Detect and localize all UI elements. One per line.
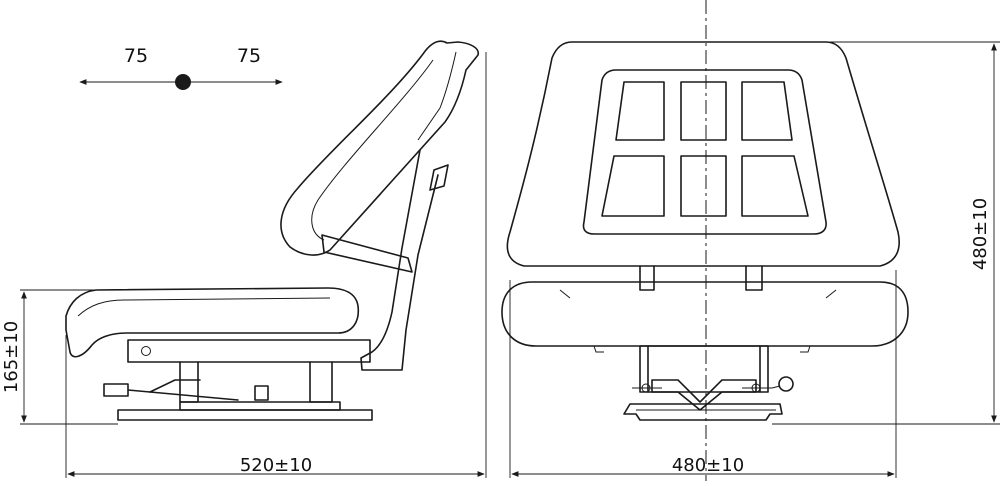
front-suspension-bracket xyxy=(639,345,769,393)
side-adjust-lever xyxy=(103,383,239,401)
adjustment-center-dot xyxy=(175,74,191,90)
front-height-label: 480±10 xyxy=(970,198,991,270)
fore-aft-adjustment-indicator: 75 75 xyxy=(79,45,283,90)
side-back-frame xyxy=(360,149,439,371)
front-width-label: 480±10 xyxy=(672,455,744,476)
front-view xyxy=(501,41,909,421)
side-length-label: 520±10 xyxy=(240,455,312,476)
front-backrest xyxy=(506,41,900,267)
side-dimensions: 520±10 165±10 xyxy=(1,52,487,478)
front-dimensions: 480±10 480±10 xyxy=(509,41,1000,478)
side-height-label: 165±10 xyxy=(1,321,22,393)
side-bracket xyxy=(321,234,413,273)
adjustment-left-label: 75 xyxy=(124,45,148,67)
side-slide-rail xyxy=(117,409,373,421)
side-seat-cushion xyxy=(65,287,360,358)
adjustment-right-label: 75 xyxy=(237,45,261,67)
side-view xyxy=(65,40,480,421)
front-slide-rail xyxy=(623,403,783,421)
front-seat-cushion xyxy=(501,281,909,347)
front-adjust-knob xyxy=(778,376,794,392)
side-backrest xyxy=(280,40,480,256)
front-backrest-vent-grid xyxy=(601,81,809,217)
